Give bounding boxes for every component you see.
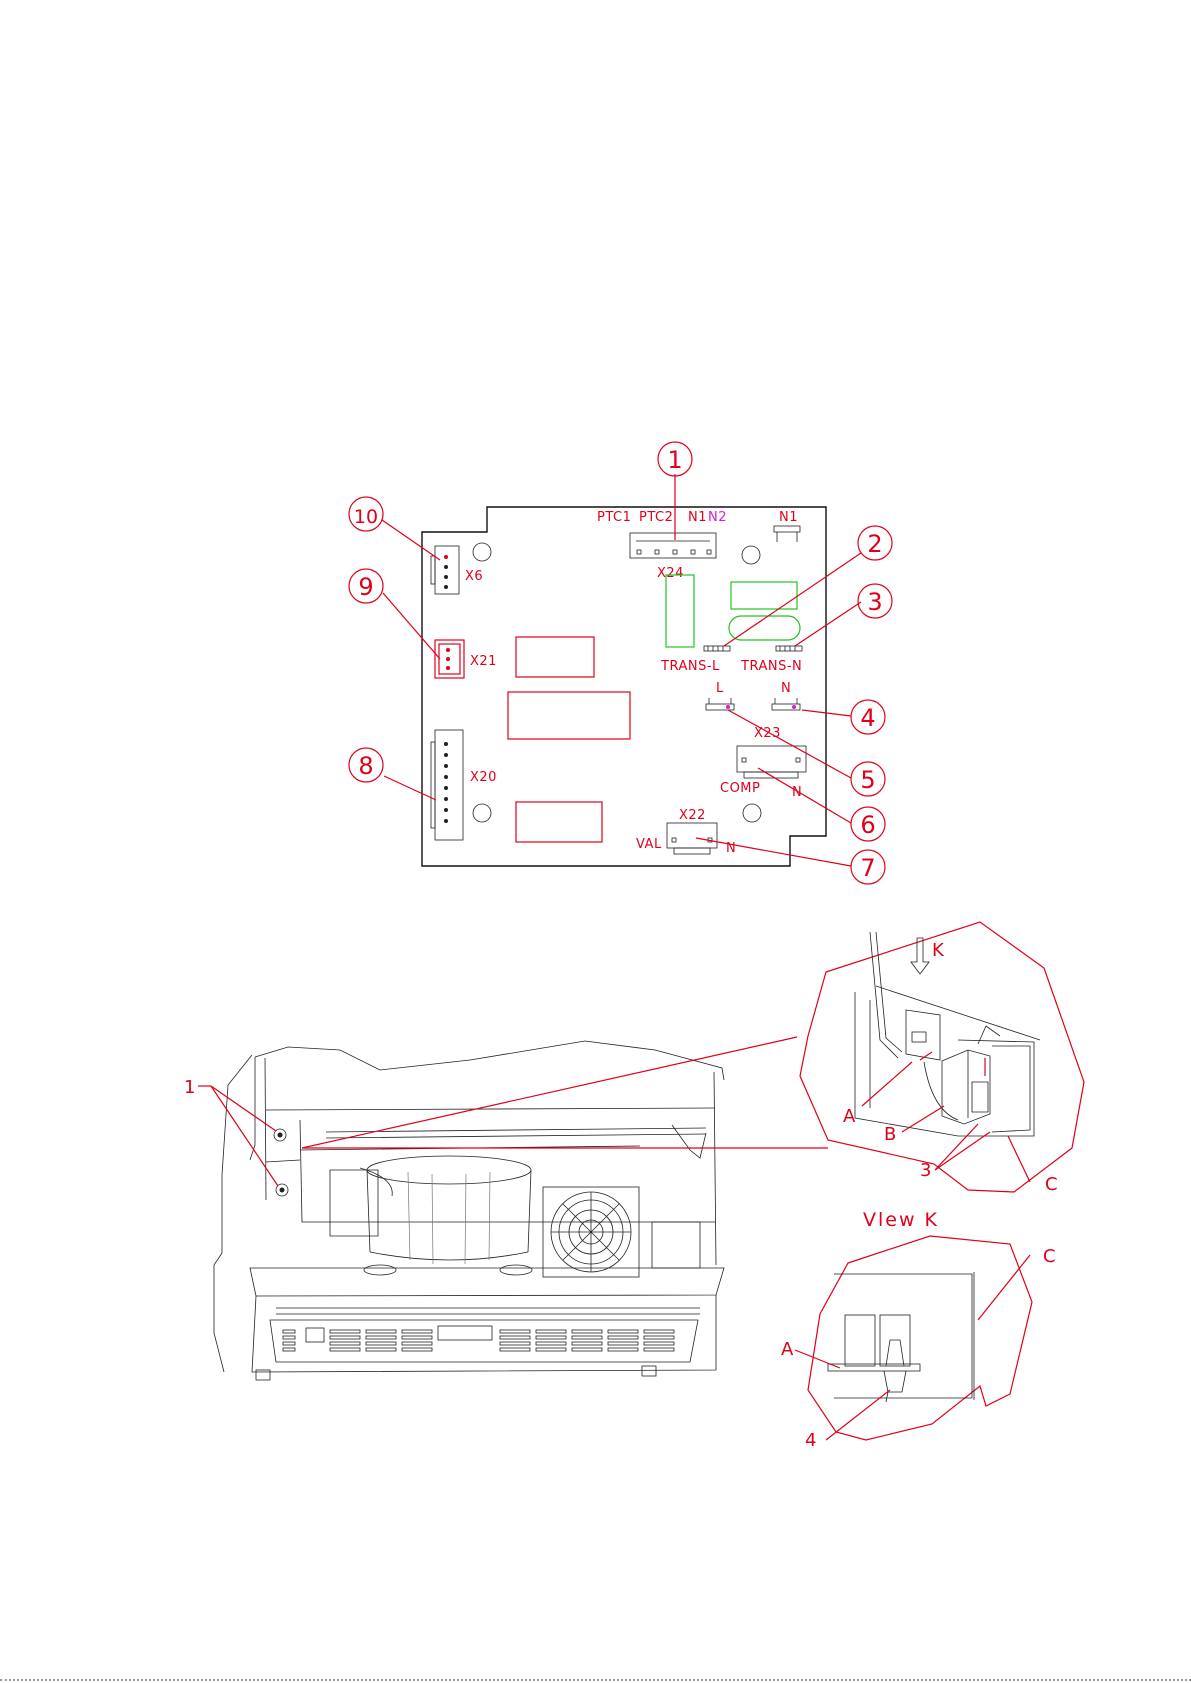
n1-label: N1 bbox=[688, 510, 707, 525]
relay-2 bbox=[508, 692, 630, 739]
callout-6: 6 bbox=[851, 807, 885, 841]
view-a-label: A bbox=[781, 1339, 794, 1360]
connector-x24: X24 bbox=[630, 533, 716, 581]
svg-text:3: 3 bbox=[867, 588, 882, 616]
svg-text:4: 4 bbox=[860, 704, 875, 732]
comp-n-label: N bbox=[792, 785, 802, 800]
green-component-1 bbox=[731, 582, 797, 609]
x20-label: X20 bbox=[470, 770, 497, 785]
view-4-label: 4 bbox=[805, 1430, 816, 1451]
callout-8: 8 bbox=[349, 748, 383, 782]
arrow-k-label: K bbox=[932, 940, 945, 961]
trans-n-label: TRANS-N bbox=[740, 659, 802, 674]
ptc2-label: PTC2 bbox=[639, 510, 673, 525]
relay-1 bbox=[516, 637, 594, 677]
screws-callout: 1 bbox=[184, 1077, 278, 1186]
callout-2: 2 bbox=[858, 526, 892, 560]
svg-text:1: 1 bbox=[667, 446, 682, 474]
terminal-l bbox=[706, 698, 734, 710]
green-component-2 bbox=[729, 616, 800, 640]
callout-4: 4 bbox=[851, 700, 885, 734]
n2-label: N2 bbox=[708, 510, 727, 525]
relay-3 bbox=[516, 802, 602, 842]
callout-5: 5 bbox=[851, 762, 885, 796]
n-label: N bbox=[781, 681, 791, 696]
svg-text:9: 9 bbox=[358, 573, 373, 601]
terminal-trans-n bbox=[776, 646, 802, 651]
svg-text:7: 7 bbox=[860, 854, 875, 882]
connector-x6: X6 bbox=[431, 546, 483, 594]
l-label: L bbox=[716, 681, 724, 696]
x24-label: X24 bbox=[657, 566, 684, 581]
svg-text:6: 6 bbox=[860, 811, 875, 839]
unit-assembly-drawing bbox=[214, 1041, 724, 1380]
callout-1: 1 bbox=[658, 442, 692, 476]
svg-text:5: 5 bbox=[860, 766, 875, 794]
terminal-trans-l bbox=[704, 646, 730, 651]
val-label: VAL bbox=[636, 837, 662, 852]
trans-l-label: TRANS-L bbox=[660, 659, 720, 674]
comp-label: COMP bbox=[720, 781, 760, 796]
connector-x21: X21 bbox=[435, 640, 497, 678]
callout-10: 10 bbox=[349, 497, 383, 531]
connector-x22: X22 bbox=[667, 808, 717, 854]
callout-7: 7 bbox=[851, 850, 885, 884]
view-k-title: Vlew K bbox=[863, 1209, 939, 1231]
transformer-block bbox=[666, 575, 694, 647]
detail-enlargement: K A B 3 C bbox=[800, 922, 1084, 1195]
callout-3: 3 bbox=[858, 584, 892, 618]
callout-9: 9 bbox=[349, 569, 383, 603]
page-bottom-rule bbox=[0, 1679, 1191, 1681]
view-c-label: C bbox=[1043, 1246, 1056, 1267]
x21-label: X21 bbox=[470, 654, 497, 669]
ptc1-label: PTC1 bbox=[597, 510, 631, 525]
connector-x20: X20 bbox=[431, 730, 497, 840]
x22-label: X22 bbox=[679, 808, 706, 823]
svg-text:2: 2 bbox=[867, 530, 882, 558]
detail-c-label: C bbox=[1045, 1174, 1058, 1195]
detail-leader-top bbox=[302, 1037, 797, 1148]
detail-a-label: A bbox=[843, 1106, 856, 1127]
detail-3-label: 3 bbox=[920, 1160, 931, 1181]
screws-label: 1 bbox=[184, 1077, 195, 1098]
view-k-detail: A C 4 bbox=[781, 1236, 1056, 1451]
svg-text:10: 10 bbox=[354, 506, 378, 528]
pcb-board bbox=[422, 507, 826, 866]
detail-b-label: B bbox=[884, 1124, 896, 1145]
svg-text:8: 8 bbox=[358, 752, 373, 780]
x6-label: X6 bbox=[465, 569, 483, 584]
x23-label: X23 bbox=[754, 726, 781, 741]
terminal-n1-corner bbox=[774, 526, 800, 542]
n1-corner-label: N1 bbox=[779, 510, 798, 525]
terminal-n bbox=[772, 698, 800, 710]
